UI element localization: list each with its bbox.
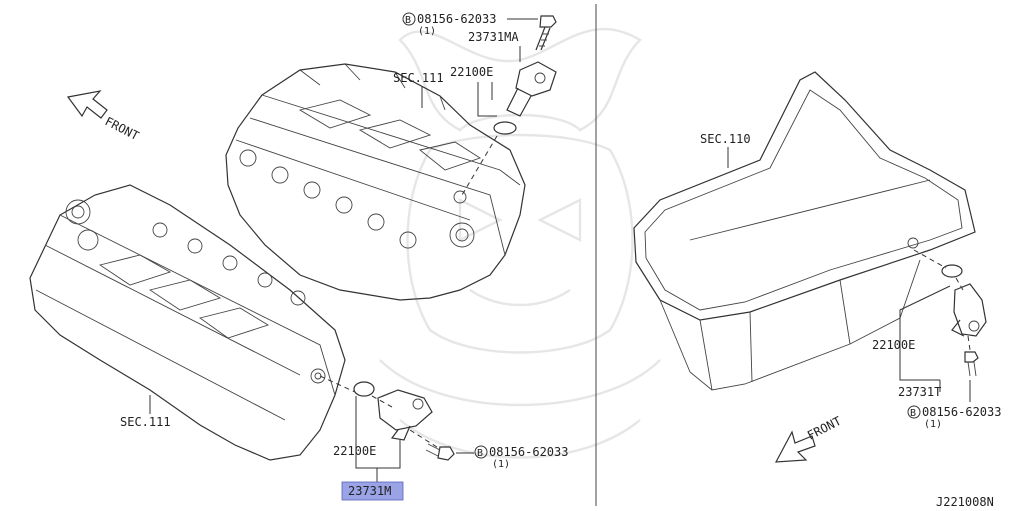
left-bolt: [425, 443, 455, 461]
sec-label-bottom: SEC.111: [120, 395, 171, 429]
right-bolt-qty: (1): [924, 419, 942, 430]
right-crank-sensor: [951, 283, 987, 337]
bolt-symbol-text-left: B: [477, 448, 483, 459]
oil-pan: [633, 71, 976, 391]
front-arrow-left: FRONT: [66, 90, 142, 143]
left-cam-sensor: [377, 389, 433, 441]
top-bolt: [535, 15, 557, 51]
bolt-symbol-text-top: B: [405, 15, 411, 26]
cylinder-head-lower: [29, 184, 346, 461]
right-oring: [941, 264, 963, 278]
top-bolt-qty: (1): [418, 26, 436, 37]
top-sensor-callout: 23731MA 22100E: [450, 30, 521, 117]
right-callouts: 22100E 23731T B 08156-62033 (1): [872, 285, 1001, 430]
cylinder-head-upper: [225, 63, 526, 301]
top-oring: [493, 121, 517, 135]
front-arrow-icon: [66, 90, 108, 119]
front-label-left: FRONT: [103, 114, 142, 143]
sec-111-top-text: SEC.111: [393, 71, 444, 85]
top-cam-sensor: [506, 61, 557, 117]
top-oring-part: 22100E: [450, 65, 493, 79]
front-arrow-icon: [774, 430, 816, 463]
left-callouts: 22100E 23731M B 08156-62033 (1): [333, 396, 568, 501]
right-bolt: [964, 351, 979, 377]
bolt-symbol-icon: [474, 445, 488, 459]
sec-label-pan: SEC.110: [700, 132, 751, 168]
left-sensor-part[interactable]: 23731M: [348, 484, 391, 498]
top-bolt-callout: B 08156-62033 (1): [402, 12, 538, 37]
front-arrow-right: FRONT: [774, 414, 844, 463]
right-oring-part: 22100E: [872, 338, 915, 352]
sec-110-text: SEC.110: [700, 132, 751, 146]
front-label-right: FRONT: [805, 414, 844, 443]
drawing-id: J221008N: [936, 495, 994, 509]
bolt-symbol-text-right: B: [910, 408, 916, 419]
left-oring: [353, 381, 375, 397]
sec-label-top: SEC.111: [393, 71, 444, 108]
left-oring-part: 22100E: [333, 444, 376, 458]
top-bolt-code: 08156-62033: [417, 12, 496, 26]
part-highlight: [341, 481, 404, 501]
right-sensor-part: 23731T: [898, 385, 941, 399]
bolt-symbol-icon: [907, 405, 921, 419]
watermark-emblem: [379, 27, 661, 459]
left-bolt-qty: (1): [492, 459, 510, 470]
top-sensor-part: 23731MA: [468, 30, 519, 44]
right-bolt-code: 08156-62033: [922, 405, 1001, 419]
bolt-symbol-icon: [402, 12, 416, 26]
sec-111-bottom-text: SEC.111: [120, 415, 171, 429]
left-bolt-code: 08156-62033: [489, 445, 568, 459]
